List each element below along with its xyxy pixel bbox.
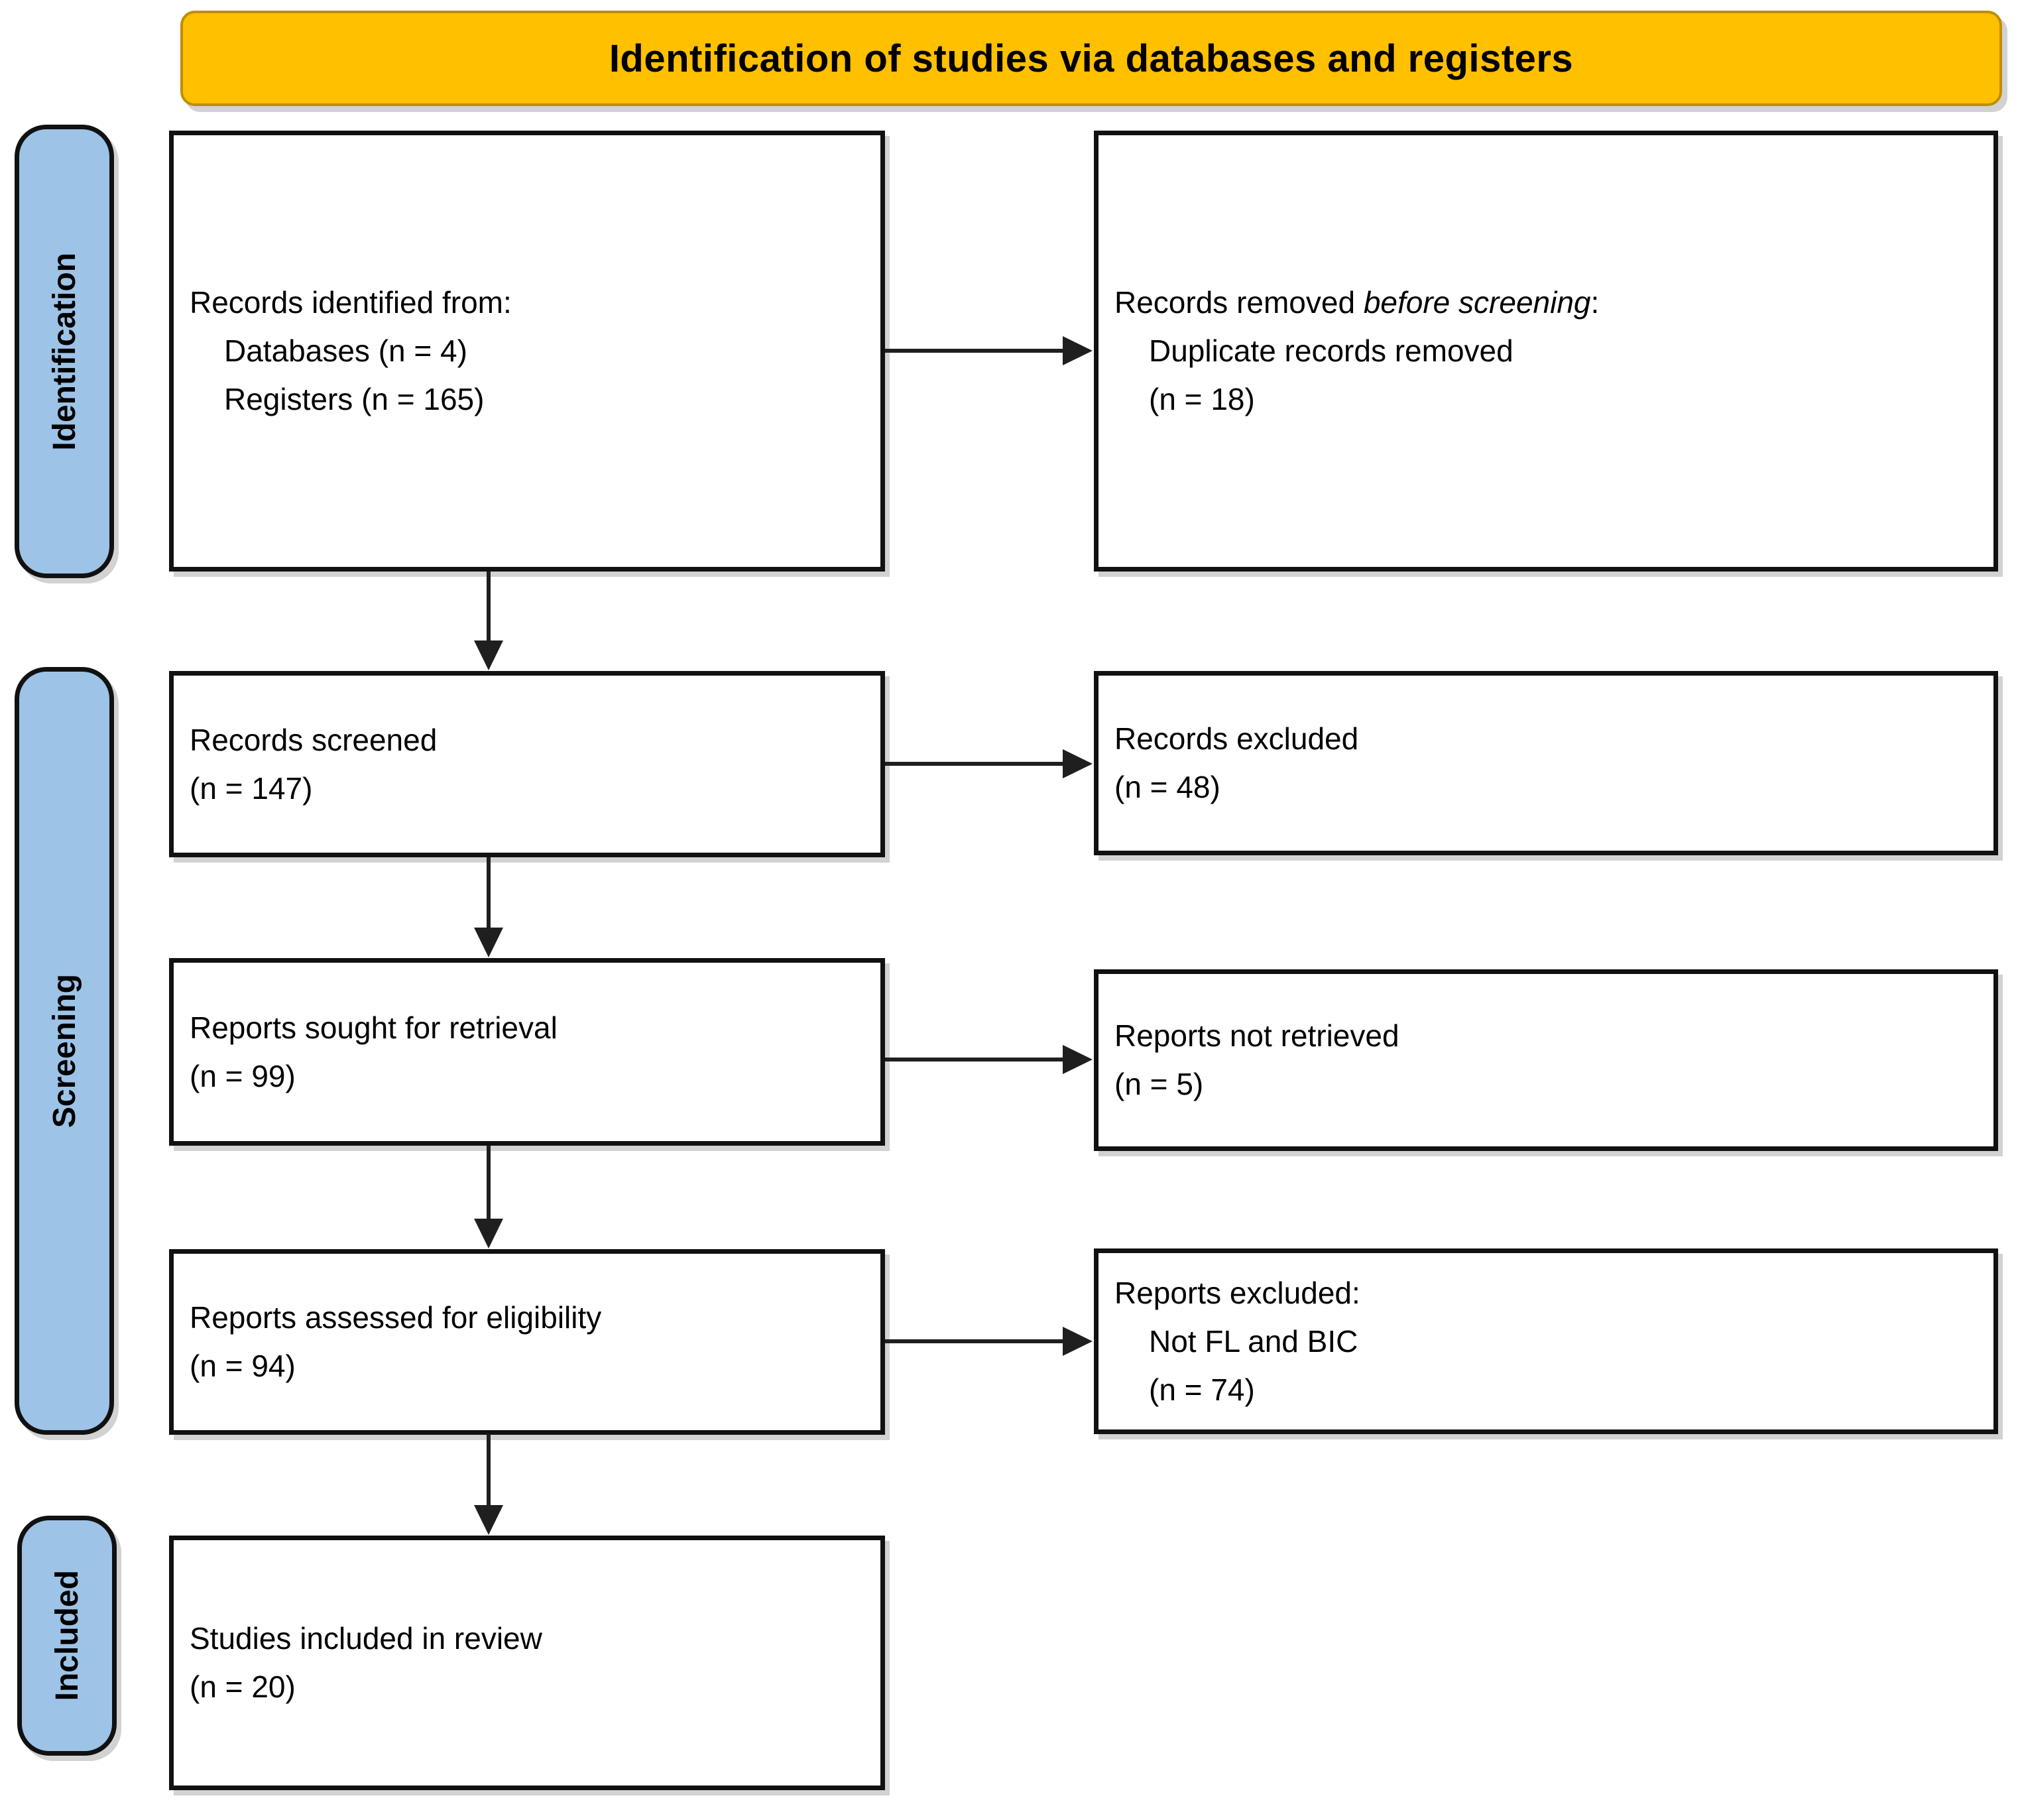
stage-label-screening-text: Screening	[46, 973, 82, 1128]
box-reports-sought: Reports sought for retrieval (n = 99)	[169, 958, 885, 1146]
box-records-screened: Records screened (n = 147)	[169, 671, 885, 857]
box-records-excluded: Records excluded (n = 48)	[1094, 671, 1998, 855]
stage-label-screening: Screening	[15, 667, 114, 1435]
box-line: Reports not retrieved	[1114, 1018, 1399, 1053]
box-studies-included: Studies included in review (n = 20)	[169, 1536, 885, 1790]
box-reports-excluded: Reports excluded: Not FL and BIC (n = 74…	[1094, 1248, 1998, 1434]
box-line: Databases (n = 4)	[224, 334, 467, 368]
stage-label-included: Included	[17, 1516, 117, 1756]
arrow-down-sought-to-assessed-icon	[474, 1146, 503, 1248]
box-line: (n = 5)	[1114, 1067, 1204, 1101]
box-line: Duplicate records removed	[1149, 334, 1514, 368]
arrow-right-sought-to-not-retrieved-icon	[885, 1045, 1093, 1074]
diagram-title-banner: Identification of studies via databases …	[180, 11, 2002, 106]
box-reports-not-retrieved: Reports not retrieved (n = 5)	[1094, 969, 1998, 1151]
box-line: Registers (n = 165)	[224, 382, 485, 416]
box-line: (n = 147)	[190, 770, 313, 806]
arrow-right-assessed-to-reports-excluded-icon	[885, 1327, 1093, 1356]
box-line-italic-text: before screening	[1363, 285, 1591, 320]
box-line: Reports excluded:	[1114, 1275, 1360, 1310]
arrow-down-identified-to-screened-icon	[474, 572, 503, 670]
box-records-removed-before-screening: Records removed before screening: Duplic…	[1094, 131, 1998, 572]
box-line: Not FL and BIC	[1149, 1323, 1358, 1359]
box-line: (n = 18)	[1149, 382, 1255, 416]
box-reports-assessed: Reports assessed for eligibility (n = 94…	[169, 1249, 885, 1435]
arrow-down-screened-to-sought-icon	[474, 857, 503, 957]
arrow-down-assessed-to-included-icon	[474, 1434, 503, 1535]
box-line: (n = 48)	[1114, 770, 1220, 804]
box-line: (n = 74)	[1149, 1372, 1255, 1407]
box-line: Reports assessed for eligibility	[190, 1300, 602, 1335]
box-line-text: Records removed	[1114, 285, 1364, 320]
box-line: Reports sought for retrieval	[190, 1010, 558, 1045]
stage-label-identification-text: Identification	[46, 252, 82, 451]
box-records-identified: Records identified from: Databases (n = …	[169, 131, 885, 572]
arrow-right-identified-to-removed-icon	[885, 336, 1093, 365]
box-line: (n = 99)	[190, 1058, 296, 1093]
diagram-title: Identification of studies via databases …	[609, 36, 1574, 80]
box-line: (n = 94)	[190, 1349, 296, 1383]
box-line: Records removed before screening:	[1114, 278, 1978, 327]
box-line: (n = 20)	[190, 1669, 296, 1704]
stage-label-included-text: Included	[49, 1570, 85, 1701]
box-line: Records screened	[190, 722, 438, 757]
box-line: Studies included in review	[190, 1621, 542, 1656]
arrow-right-screened-to-excluded-icon	[885, 749, 1093, 778]
box-line: Records identified from:	[190, 285, 512, 320]
box-line-text: :	[1590, 285, 1600, 320]
box-line: Records excluded	[1114, 721, 1359, 756]
stage-label-identification: Identification	[15, 125, 114, 578]
